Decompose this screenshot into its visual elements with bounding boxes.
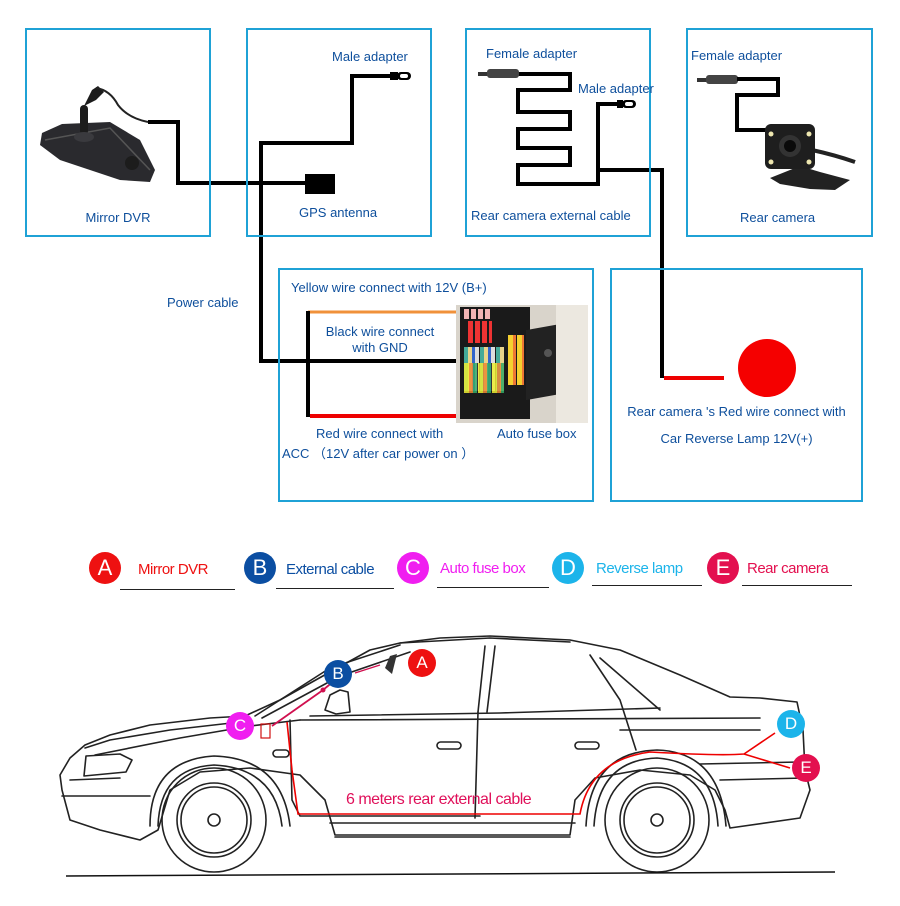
- mirror-dvr-image: [40, 86, 155, 182]
- power-cable: [259, 74, 458, 363]
- gps-male-adapter-label: Male adapter: [332, 49, 408, 64]
- front-wheel: [161, 767, 267, 873]
- legend-marker-b: B: [244, 552, 276, 584]
- female-adapter-plug-3: [697, 78, 707, 82]
- mirror-dvr-label: Mirror DVR: [85, 210, 151, 225]
- dvr-cable: [148, 120, 306, 185]
- car-marker-c: C: [226, 712, 254, 740]
- legend-label-c: Auto fuse box: [440, 560, 526, 577]
- rear-camera-image: [765, 124, 856, 190]
- external-cable-coil: [516, 72, 620, 186]
- legend-underline-a: [120, 589, 235, 590]
- rear-wheel: [604, 767, 710, 873]
- black-wire-label-2: with GND: [352, 340, 408, 355]
- red-wire-label-2: ACC （12V after car power on ）: [282, 446, 475, 461]
- ext-to-reverse-cable: [598, 168, 664, 378]
- car-marker-a: A: [408, 649, 436, 677]
- car-marker-d: D: [777, 710, 805, 738]
- ground-line: [65, 871, 836, 877]
- legend-underline-e: [742, 585, 852, 586]
- fuse-box-image: [456, 305, 588, 423]
- legend-label-e: Rear camera: [747, 560, 829, 577]
- black-wire-label-1: Black wire connect: [325, 324, 435, 339]
- legend-label-d: Reverse lamp: [596, 560, 683, 577]
- legend-marker-c: C: [397, 552, 429, 584]
- reverse-label-2: Car Reverse Lamp 12V(+): [660, 431, 813, 446]
- mirror-dvr-box: [25, 28, 211, 237]
- headlight: [83, 753, 133, 777]
- rear-female-adapter-label: Female adapter: [691, 48, 783, 63]
- legend-marker-a: A: [89, 552, 121, 584]
- fuse-box-marker: [260, 723, 271, 739]
- ext-female-adapter-label: Female adapter: [486, 46, 578, 61]
- legend-marker-e: E: [707, 552, 739, 584]
- cable-length-label: 6 meters rear external cable: [346, 791, 532, 808]
- side-mirror: [324, 689, 351, 715]
- rear-camera-label: Rear camera: [740, 210, 816, 225]
- power-cable-label: Power cable: [167, 295, 239, 310]
- rear-camera-cable: [735, 77, 780, 132]
- ext-cable-label: Rear camera external cable: [471, 208, 631, 223]
- legend-underline-c: [437, 587, 549, 588]
- rear-camera-box: [686, 28, 873, 237]
- male-adapter-plug-2: [617, 100, 623, 108]
- legend-label-a: Mirror DVR: [138, 561, 209, 578]
- female-adapter-plug: [478, 72, 488, 76]
- car-marker-e: E: [792, 754, 820, 782]
- car-marker-b: B: [324, 660, 352, 688]
- gps-antenna-label: GPS antenna: [299, 205, 378, 220]
- cable-route: [286, 721, 776, 815]
- legend-label-b: External cable: [286, 561, 375, 578]
- fender-marker: [272, 749, 290, 758]
- reverse-lamp-box: [610, 268, 863, 502]
- gps-box: [246, 28, 432, 237]
- gps-antenna-block: [305, 174, 335, 194]
- legend-marker-d: D: [552, 552, 584, 584]
- reverse-label-1: Rear camera 's Red wire connect with: [627, 404, 846, 419]
- front-door-handle: [436, 741, 462, 750]
- car-mirror-dvr: [385, 654, 397, 674]
- reverse-lamp-dot: [738, 339, 796, 397]
- external-cable-box: [465, 28, 651, 237]
- red-wire-label-1: Red wire connect with: [316, 426, 444, 441]
- rear-door-handle: [574, 741, 600, 750]
- fuse-wiring-box: [278, 268, 594, 502]
- legend-underline-d: [592, 585, 702, 586]
- fuse-box-label: Auto fuse box: [497, 426, 577, 441]
- ext-male-adapter-label: Male adapter: [578, 81, 654, 96]
- male-adapter-plug: [390, 72, 398, 80]
- legend-underline-b: [276, 588, 394, 589]
- yellow-wire-label: Yellow wire connect with 12V (B+): [291, 280, 487, 295]
